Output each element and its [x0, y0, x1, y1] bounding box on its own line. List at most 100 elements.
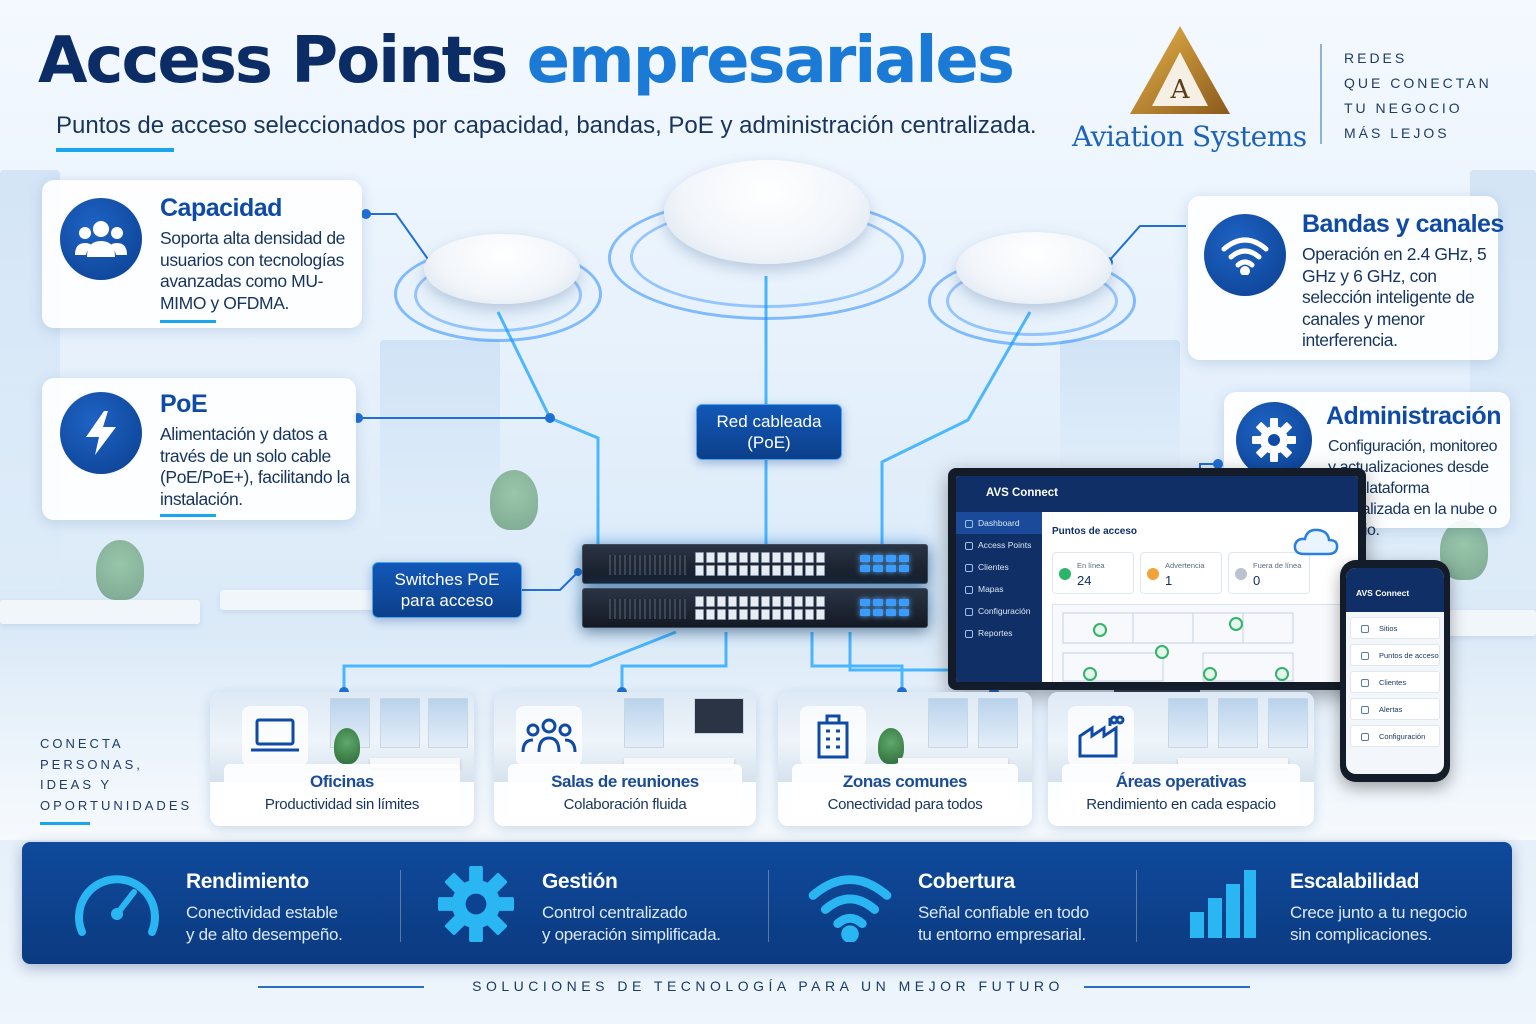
footer-slogan: SOLUCIONES DE TECNOLOGÍA PARA UN MEJOR F…	[472, 978, 1064, 994]
dashboard-section-title: Puntos de acceso	[1052, 526, 1138, 537]
ap-map-marker[interactable]	[1229, 617, 1243, 631]
scene-text: Productividad sin límites	[264, 796, 420, 813]
stat-offline: Fuera de línea 0	[1228, 552, 1310, 594]
logo-letter: A	[1170, 75, 1191, 105]
subtitle-underline	[56, 148, 174, 152]
title-part-1: Access Points	[38, 24, 508, 98]
triangle-logo-icon: A	[1130, 26, 1230, 114]
scene-text: Colaboración fluida	[563, 796, 687, 813]
benefit-title: Escalabilidad	[1290, 870, 1420, 893]
factory-icon	[1068, 706, 1134, 766]
mobile-app-phone: AVS Connect Sitios Puntos de acceso Clie…	[1340, 560, 1450, 782]
building-icon	[800, 706, 866, 766]
ap-map-marker[interactable]	[1275, 667, 1289, 681]
benefit-title: Rendimiento	[186, 870, 309, 893]
title-part-2: empresariales	[526, 24, 1015, 98]
dashboard-menu-item[interactable]: Reportes	[956, 622, 1042, 644]
floor-plan-map[interactable]	[1052, 604, 1350, 682]
footer-rule-left	[258, 986, 424, 988]
feature-text: Soporta alta densidad de usuarios con te…	[160, 228, 345, 313]
speedometer-icon	[75, 875, 159, 936]
poe-switch-bottom	[582, 588, 928, 628]
connect-slogan: CONECTA PERSONAS, IDEAS Y OPORTUNIDADES	[40, 736, 193, 813]
users-icon	[60, 198, 142, 280]
wired-network-label: Red cableada (PoE)	[696, 404, 842, 460]
dashboard-menu-item[interactable]: Access Points	[956, 534, 1042, 556]
feature-text: Configuración, monitoreo y actualizacion…	[1328, 438, 1498, 539]
ap-map-marker[interactable]	[1155, 645, 1169, 659]
status-dot	[1147, 568, 1159, 580]
meeting-icon	[516, 706, 582, 766]
dashboard-monitor: AVS Connect Dashboard Access Points Clie…	[948, 468, 1366, 700]
status-dot	[1059, 568, 1071, 580]
switch-ports	[695, 552, 825, 576]
feature-title: Capacidad	[160, 194, 282, 222]
benefit-title: Gestión	[542, 870, 618, 893]
stat-online: En línea 24	[1052, 552, 1134, 594]
mobile-menu-item[interactable]: Sitios	[1350, 617, 1440, 639]
dashboard-menu-item[interactable]: Dashboard	[956, 512, 1042, 534]
benefit-title: Cobertura	[918, 870, 1015, 893]
dashboard-menu-item[interactable]: Configuración	[956, 600, 1042, 622]
ap-map-marker[interactable]	[1093, 623, 1107, 637]
tagline-divider	[1320, 44, 1322, 144]
tagline-line: REDES	[1344, 50, 1408, 66]
status-dot	[1235, 568, 1247, 580]
scene-text: Rendimiento en cada espacio	[1086, 796, 1276, 813]
mobile-menu-item[interactable]: Puntos de acceso	[1350, 644, 1440, 666]
gear-icon	[438, 866, 514, 942]
laptop-icon	[242, 706, 308, 766]
mobile-menu-item[interactable]: Configuración	[1350, 725, 1440, 747]
tagline-line: MÁS LEJOS	[1344, 125, 1450, 141]
feature-title: PoE	[160, 390, 208, 418]
scene-text: Conectividad para todos	[827, 796, 983, 813]
feature-card-bandas: Bandas y canales Operación en 2.4 GHz, 5…	[1188, 196, 1504, 360]
feature-card-capacidad: Capacidad Soporta alta densidad de usuar…	[42, 180, 362, 328]
dashboard-menu-item[interactable]: Mapas	[956, 578, 1042, 600]
dashboard-sidebar: Dashboard Access Points Clientes Mapas C…	[956, 512, 1042, 682]
poe-switch-label: Switches PoE para acceso	[372, 562, 522, 618]
feature-text: Operación en 2.4 GHz, 5 GHz y 6 GHz, con…	[1302, 244, 1487, 350]
dashboard-menu-item[interactable]: Clientes	[956, 556, 1042, 578]
brand-name: Aviation Systems	[1072, 120, 1307, 153]
feature-title: Bandas y canales	[1302, 210, 1504, 238]
brand-logo: A Aviation Systems	[1072, 22, 1307, 162]
stat-warning: Advertencia 1	[1140, 552, 1222, 594]
feature-card-poe: PoE Alimentación y datos a través de un …	[42, 378, 356, 520]
connect-underline	[40, 822, 90, 825]
dashboard-app-name: AVS Connect	[956, 476, 1358, 512]
footer-rule-right	[1084, 986, 1250, 988]
mobile-menu-item[interactable]: Alertas	[1350, 698, 1440, 720]
scene-title: Zonas comunes	[842, 772, 968, 791]
mobile-menu-item[interactable]: Clientes	[1350, 671, 1440, 693]
gear-icon	[1236, 402, 1312, 478]
scene-title: Oficinas	[310, 772, 374, 791]
wifi-icon	[808, 875, 892, 942]
page-subtitle: Puntos de acceso seleccionados por capac…	[56, 112, 1037, 139]
page-title: Access Points empresariales	[38, 24, 1015, 98]
mobile-app-name: AVS Connect	[1346, 568, 1444, 612]
ap-map-marker[interactable]	[1083, 667, 1097, 681]
cloud-icon	[1293, 528, 1339, 556]
tagline-line: QUE CONECTAN	[1344, 75, 1492, 91]
dashboard-main: Puntos de acceso En línea 24 Advertencia…	[1042, 512, 1358, 682]
bar-chart-icon	[1190, 870, 1256, 938]
ap-map-marker[interactable]	[1203, 667, 1217, 681]
switch-ports	[695, 596, 825, 620]
wifi-icon	[1204, 214, 1286, 296]
lightning-icon	[60, 392, 142, 474]
